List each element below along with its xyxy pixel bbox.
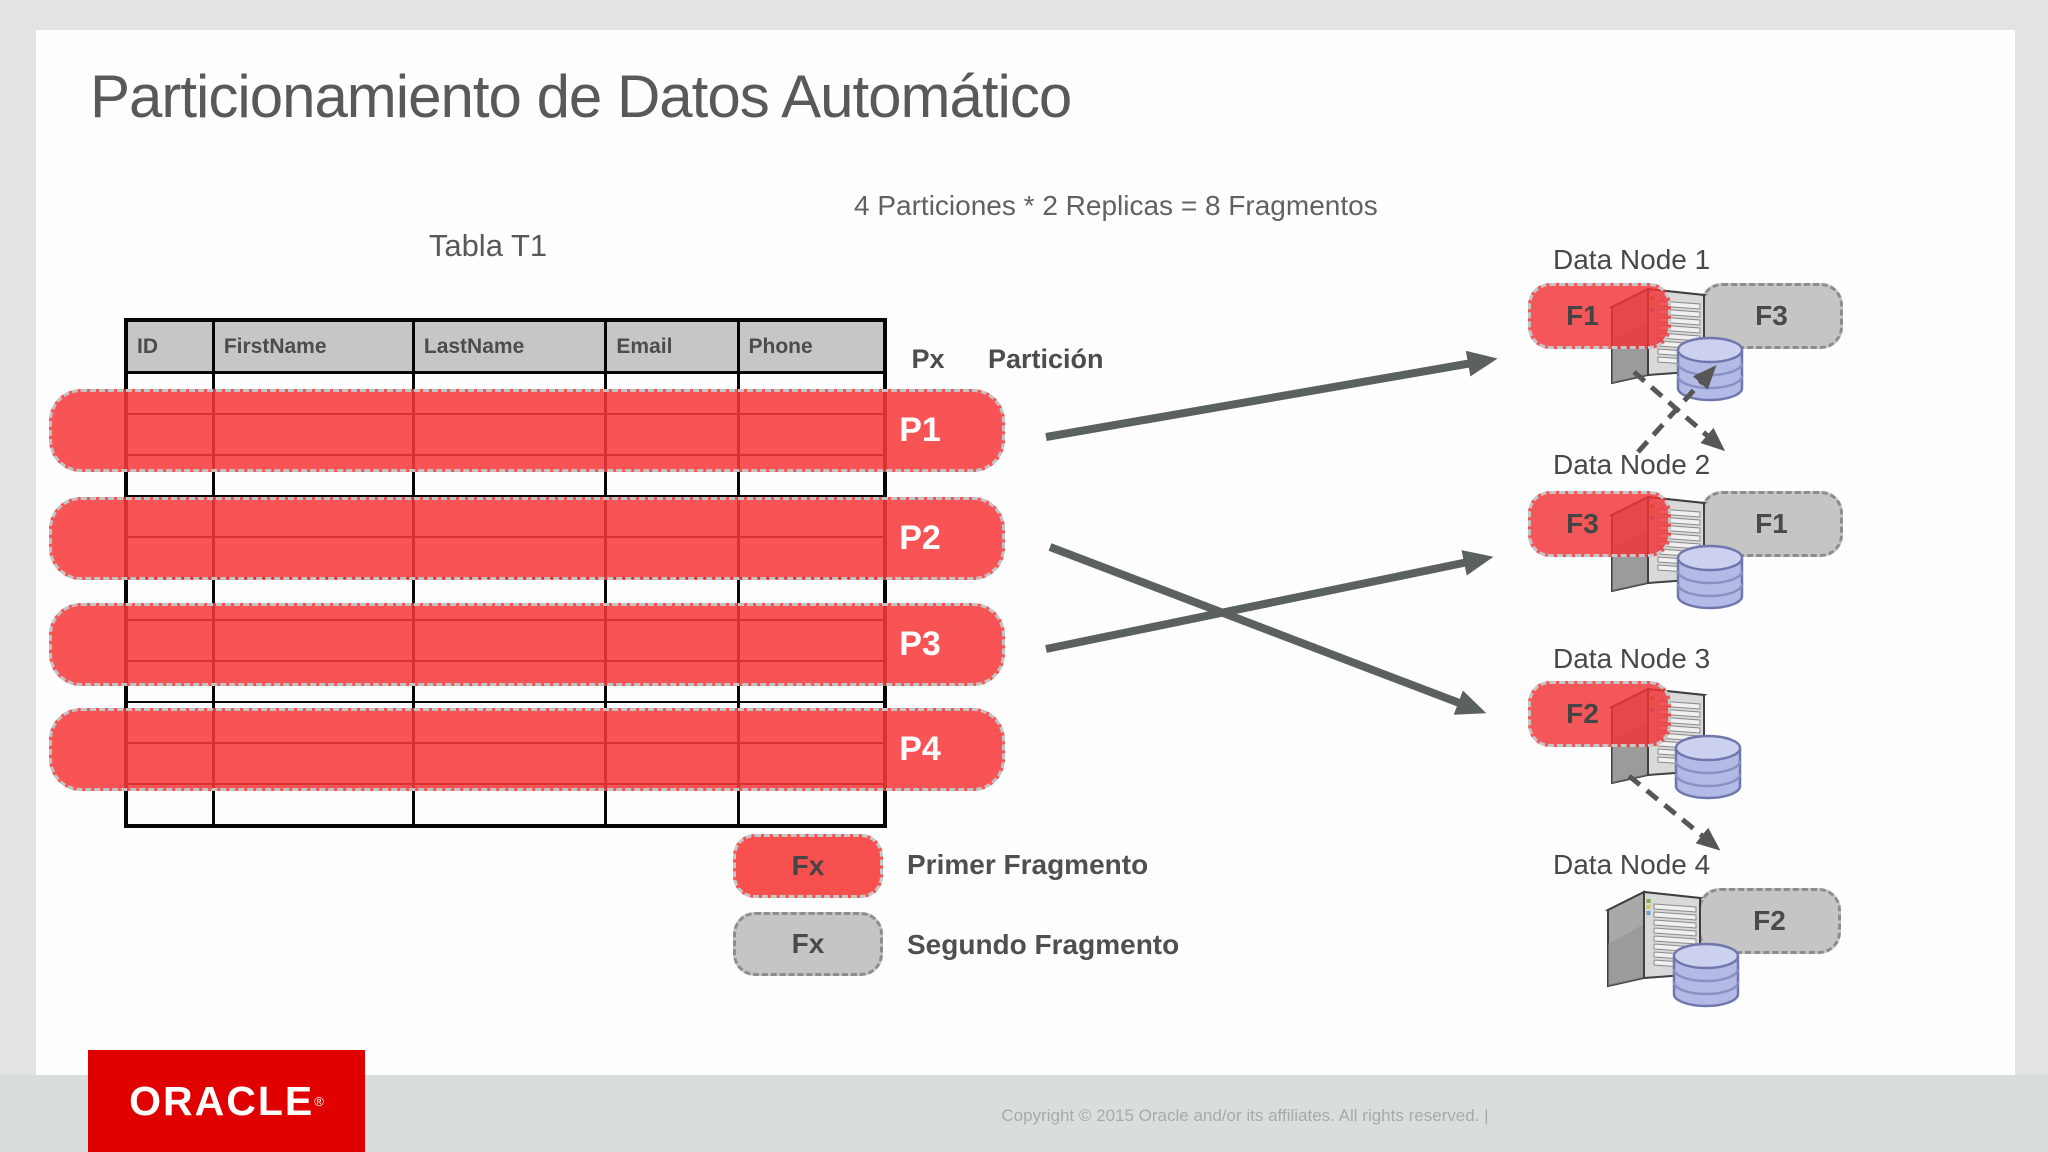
page-title: Particionamiento de Datos Automático	[90, 63, 1072, 130]
registered-mark: ®	[314, 1093, 324, 1109]
partition-label: P3	[899, 625, 941, 663]
data-node-2-primary-fragment: F3	[1528, 491, 1671, 557]
data-node-4-secondary-fragment: F2	[1698, 888, 1841, 954]
database-icon	[1676, 336, 1744, 402]
partition-bar-p2	[49, 497, 1005, 580]
partition-label: P1	[899, 411, 941, 449]
copyright-text: Copyright © 2015 Oracle and/or its affil…	[1001, 1106, 1489, 1125]
table-caption: Tabla T1	[428, 228, 548, 263]
data-node-3-label: Data Node 3	[1553, 643, 1711, 674]
column-header-id: ID	[128, 322, 215, 371]
formula-text: 4 Particiones * 2 Replicas = 8 Fragmento…	[854, 190, 1378, 221]
partition-key-label: Partición	[988, 344, 1104, 374]
legend-secondary-label: Segundo Fragmento	[907, 929, 1180, 960]
partition-bar-p3	[49, 603, 1005, 686]
legend-secondary-symbol: Fx	[791, 928, 825, 959]
data-node-1-label: Data Node 1	[1553, 244, 1711, 275]
partition-label: P2	[899, 519, 941, 557]
column-header-email: Email	[607, 322, 740, 371]
partition-key: Px	[911, 344, 945, 374]
table-header-row: ID FirstName LastName Email Phone	[128, 322, 883, 374]
data-node-4-label: Data Node 4	[1553, 849, 1711, 880]
database-icon	[1676, 544, 1744, 610]
legend-primary-symbol: Fx	[791, 850, 825, 881]
data-node-1-primary-fragment: F1	[1528, 283, 1671, 349]
data-node-3-primary-fragment: F2	[1528, 681, 1671, 747]
legend-primary-label: Primer Fragmento	[907, 849, 1149, 880]
database-icon	[1672, 942, 1740, 1008]
legend-secondary-fragment-chip: Fx	[733, 912, 883, 976]
table-row	[128, 784, 883, 825]
database-icon	[1674, 734, 1742, 800]
oracle-logo-text: ORACLE	[129, 1077, 315, 1124]
column-header-phone: Phone	[748, 334, 813, 358]
partition-label: P4	[899, 730, 941, 768]
table-row	[128, 456, 883, 498]
data-node-2-label: Data Node 2	[1553, 449, 1711, 480]
oracle-logo: ORACLE®	[88, 1050, 365, 1152]
column-header-firstname: FirstName	[215, 322, 415, 371]
legend-primary-fragment-chip: Fx	[733, 834, 883, 898]
partition-bar-p1	[49, 389, 1005, 472]
partition-bar-p4	[49, 708, 1005, 791]
column-header-lastname: LastName	[415, 322, 608, 371]
